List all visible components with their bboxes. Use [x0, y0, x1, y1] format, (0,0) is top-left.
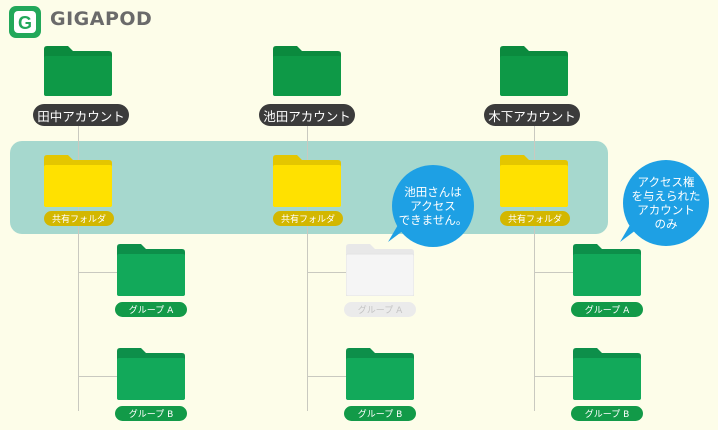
- branch-kinoshita-a: [534, 272, 574, 273]
- group-a-label: グループ A: [571, 302, 643, 317]
- group-b-label: グループ B: [571, 406, 643, 421]
- branch-kinoshita-b: [534, 376, 574, 377]
- callout-line: のみ: [654, 217, 678, 231]
- account-folder-icon: [500, 46, 568, 96]
- shared-folder-label: 共有フォルダ: [500, 211, 570, 226]
- group-a-folder-icon[interactable]: [117, 242, 185, 296]
- branch-ikeda-b: [307, 376, 347, 377]
- callout-line: 池田さんは: [404, 185, 462, 199]
- group-a-folder-icon[interactable]: [573, 242, 641, 296]
- shared-folder-icon[interactable]: [273, 153, 341, 207]
- group-b-folder-icon[interactable]: [346, 346, 414, 400]
- group-b-label: グループ B: [115, 406, 187, 421]
- callout-line: アクセス: [410, 199, 456, 213]
- group-a-label-disabled: グループ A: [344, 302, 416, 317]
- gigapod-logo-icon: G: [9, 6, 41, 38]
- connector-tanaka: [78, 122, 79, 411]
- account-label-kinoshita: 木下アカウント: [484, 104, 580, 126]
- callout-line: アクセス権: [637, 175, 695, 189]
- callout-line: を与えられた: [631, 189, 701, 203]
- connector-kinoshita: [534, 122, 535, 411]
- shared-folder-label: 共有フォルダ: [44, 211, 114, 226]
- account-label-ikeda: 池田アカウント: [259, 104, 355, 126]
- connector-ikeda: [307, 122, 308, 411]
- callout-no-access: 池田さんは アクセス できません。: [392, 165, 474, 247]
- group-b-label: グループ B: [344, 406, 416, 421]
- callout-line: アカウント: [637, 203, 695, 217]
- logo-letter: G: [18, 13, 32, 33]
- branch-ikeda-a: [307, 272, 347, 273]
- callout-line: できません。: [398, 213, 468, 227]
- branch-tanaka-a: [78, 272, 118, 273]
- shared-folder-icon[interactable]: [500, 153, 568, 207]
- group-a-label: グループ A: [115, 302, 187, 317]
- account-label-tanaka: 田中アカウント: [33, 104, 129, 126]
- group-b-folder-icon[interactable]: [573, 346, 641, 400]
- group-a-folder-disabled-icon: [346, 244, 414, 296]
- branch-tanaka-b: [78, 376, 118, 377]
- group-b-folder-icon[interactable]: [117, 346, 185, 400]
- brand-name: GIGAPOD: [50, 8, 153, 30]
- shared-folder-label: 共有フォルダ: [273, 211, 343, 226]
- account-folder-icon: [273, 46, 341, 96]
- account-folder-icon: [44, 46, 112, 96]
- shared-folder-icon[interactable]: [44, 153, 112, 207]
- callout-access-only: アクセス権 を与えられた アカウント のみ: [623, 160, 709, 246]
